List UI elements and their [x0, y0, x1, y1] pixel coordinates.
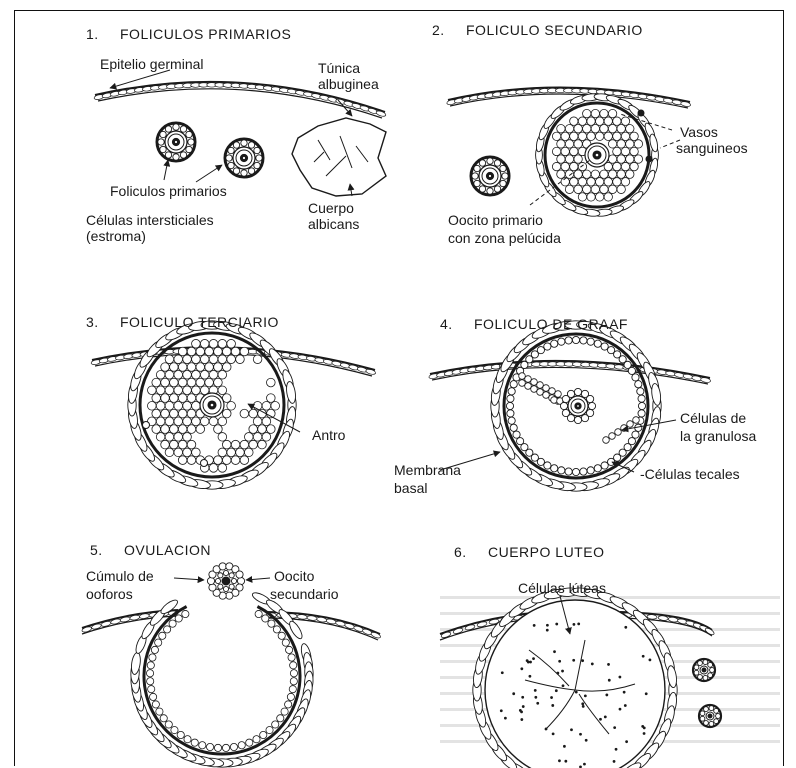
label-oocito-primario: Oocito primario [448, 212, 543, 228]
panel-2-title: 2.FOLICULO SECUNDARIO [432, 22, 643, 38]
panel-5-title: 5.OVULACION [90, 542, 211, 558]
primary-follicle-a [157, 123, 195, 161]
tertiary-follicle [127, 320, 297, 490]
label-basal: basal [394, 480, 427, 496]
label-zona-pelucida: con zona pelúcida [448, 230, 561, 246]
label-celulas-de: Células de [680, 410, 746, 426]
panel-6-title: 6.CUERPO LUTEO [454, 544, 604, 560]
primary-follicle-b [225, 139, 263, 177]
cumulus-oophorus [207, 563, 244, 599]
panel-1-title: 1.FOLICULOS PRIMARIOS [86, 26, 291, 42]
primary-follicle-c [471, 157, 509, 195]
label-ooforos: ooforos [86, 586, 133, 602]
label-vasos: Vasos [680, 124, 718, 140]
label-albicans: albicans [308, 216, 359, 232]
label-foliculos-primarios: Foliculos primarios [110, 183, 227, 199]
label-sanguineos: sanguineos [676, 140, 748, 156]
label-cumulo-de: Cúmulo de [86, 568, 154, 584]
graafian-follicle [490, 320, 662, 492]
germinal-epithelium-4 [428, 362, 710, 384]
primary-follicle-d [693, 659, 715, 681]
label-celulas-tecales: -Células tecales [640, 466, 740, 482]
label-antro: Antro [312, 427, 345, 443]
panel-6-drawing [440, 587, 721, 768]
label-estroma: (estroma) [86, 228, 146, 244]
ruptured-follicle [130, 591, 314, 768]
secondary-follicle [535, 93, 659, 217]
label-celulas-intersticiales: Células intersticiales [86, 212, 214, 228]
panel-3-drawing [91, 320, 376, 490]
label-secundario: secundario [270, 586, 339, 602]
panel-2-drawing [446, 87, 691, 217]
label-granulosa: la granulosa [680, 428, 756, 444]
label-celulas-luteas: Células lúteas [518, 580, 606, 596]
corpus-albicans-shape [292, 118, 386, 196]
label-oocito: Oocito [274, 568, 314, 584]
primary-follicle-e [699, 705, 721, 727]
label-tunica: Túnica [318, 60, 360, 76]
label-epitelio-germinal: Epitelio germinal [100, 56, 204, 72]
germinal-epithelium-5 [81, 611, 381, 639]
label-albuginea: albuginea [318, 76, 379, 92]
panel-3-title: 3.FOLICULO TERCIARIO [86, 314, 279, 330]
panel-4-title: 4.FOLICULO DE GRAAF [440, 316, 628, 332]
label-membrana: Membrana [394, 462, 461, 478]
label-cuerpo: Cuerpo [308, 200, 354, 216]
